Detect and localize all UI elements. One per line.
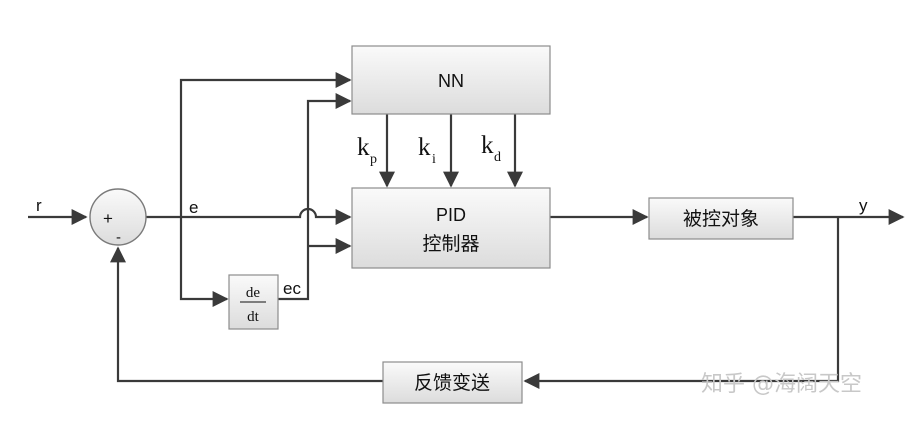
derivative-denominator: dt bbox=[247, 309, 260, 325]
wire-e-to-nn bbox=[179, 72, 352, 217]
feedback-block-rect bbox=[382, 361, 523, 404]
wire-feedback-to-sum bbox=[110, 246, 383, 383]
signal-y-label: y bbox=[859, 196, 868, 215]
signal-ec-label: ec bbox=[283, 279, 301, 298]
pid-controller-block: PID 控制器 bbox=[351, 187, 551, 269]
wire-feedback-from-output bbox=[523, 217, 840, 389]
feedback-block-label: 反馈变送 bbox=[414, 372, 490, 394]
plant-block: 被控对象 bbox=[648, 197, 794, 240]
wire-e-to-derivative bbox=[179, 217, 229, 307]
nn-block-rect bbox=[351, 45, 551, 115]
derivative-block: de dt bbox=[228, 274, 279, 330]
wire-ec bbox=[278, 93, 352, 301]
summing-junction: + - bbox=[89, 188, 147, 246]
gain-kp: k p bbox=[357, 134, 377, 167]
signal-e-label: e bbox=[189, 198, 198, 217]
plant-block-label: 被控对象 bbox=[683, 208, 759, 230]
gain-kp-letter: k bbox=[357, 134, 370, 161]
pid-block-sublabel: 控制器 bbox=[422, 233, 479, 255]
wire-e-to-pid bbox=[146, 207, 352, 225]
derivative-numerator: de bbox=[246, 285, 261, 301]
gain-kd: k d bbox=[481, 132, 501, 165]
gain-kd-letter: k bbox=[481, 132, 494, 159]
sum-minus-sign: - bbox=[116, 229, 121, 246]
nn-block: NN bbox=[351, 45, 551, 115]
gain-ki-subscript: i bbox=[432, 152, 436, 167]
plant-block-rect bbox=[648, 197, 794, 240]
summing-circle bbox=[89, 188, 147, 246]
pid-block-rect bbox=[351, 187, 551, 269]
gain-ki-letter: k bbox=[418, 134, 431, 161]
gain-kd-subscript: d bbox=[494, 150, 501, 165]
zhihu-watermark: 知乎 @海阔天空 bbox=[701, 372, 862, 397]
signal-r-label: r bbox=[36, 196, 42, 215]
pid-block-label: PID bbox=[436, 205, 466, 225]
sum-plus-sign: + bbox=[103, 209, 113, 228]
gain-kp-subscript: p bbox=[370, 152, 377, 167]
feedback-block: 反馈变送 bbox=[382, 361, 523, 404]
gain-ki: k i bbox=[418, 134, 436, 167]
wires bbox=[28, 72, 905, 389]
nn-block-label: NN bbox=[438, 71, 464, 91]
